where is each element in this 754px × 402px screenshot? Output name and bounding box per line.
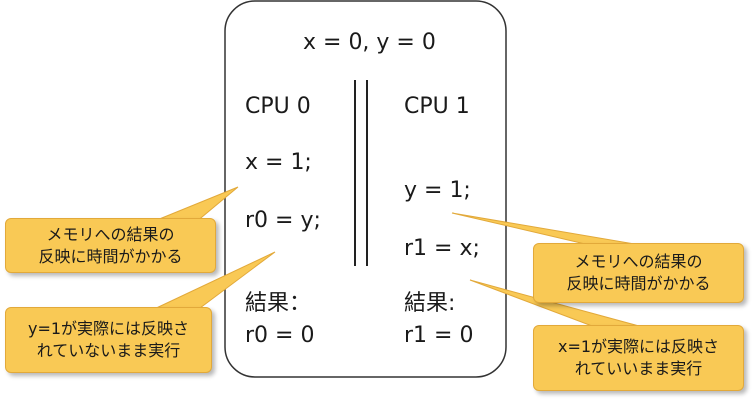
callout-left-top-line1: メモリへの結果の xyxy=(46,224,175,244)
callout-left-top: メモリへの結果の 反映に時間がかかる xyxy=(5,218,216,273)
callout-right-bottom-line2: れていいまま実行 xyxy=(574,359,703,378)
cpu0-result-label: 結果： xyxy=(245,291,312,316)
cpu0-line1: x = 1; xyxy=(245,150,312,175)
cpu1-line1: y = 1; xyxy=(404,178,471,203)
cpu0-line2: r0 = y; xyxy=(245,208,321,233)
initial-condition: x = 0, y = 0 xyxy=(303,30,436,55)
execution-box xyxy=(224,0,507,378)
callout-left-bottom: y=1が実際には反映さ れていないまま実行 xyxy=(5,307,212,373)
callout-right-bottom-line1: x=1が実際には反映さ xyxy=(557,337,720,356)
cpu1-title: CPU 1 xyxy=(404,94,470,119)
callout-right-bottom: x=1が実際には反映さ れていいまま実行 xyxy=(533,325,744,391)
cpu0-title: CPU 0 xyxy=(245,94,311,119)
cpu1-result-value: r1 = 0 xyxy=(404,323,474,348)
callout-right-top: メモリへの結果の 反映に時間がかかる xyxy=(533,243,744,303)
callout-right-top-line1: メモリへの結果の xyxy=(574,252,703,271)
callout-right-top-line2: 反映に時間がかかる xyxy=(566,274,711,293)
callout-left-bottom-line2: れていないまま実行 xyxy=(36,341,181,360)
cpu1-line2: r1 = x; xyxy=(404,236,480,261)
callout-left-bottom-line1: y=1が実際には反映さ xyxy=(27,319,190,338)
cpu1-result-label: 結果: xyxy=(404,291,456,316)
cpu0-result-value: r0 = 0 xyxy=(245,323,315,348)
callout-left-top-line2: 反映に時間がかかる xyxy=(38,246,183,266)
